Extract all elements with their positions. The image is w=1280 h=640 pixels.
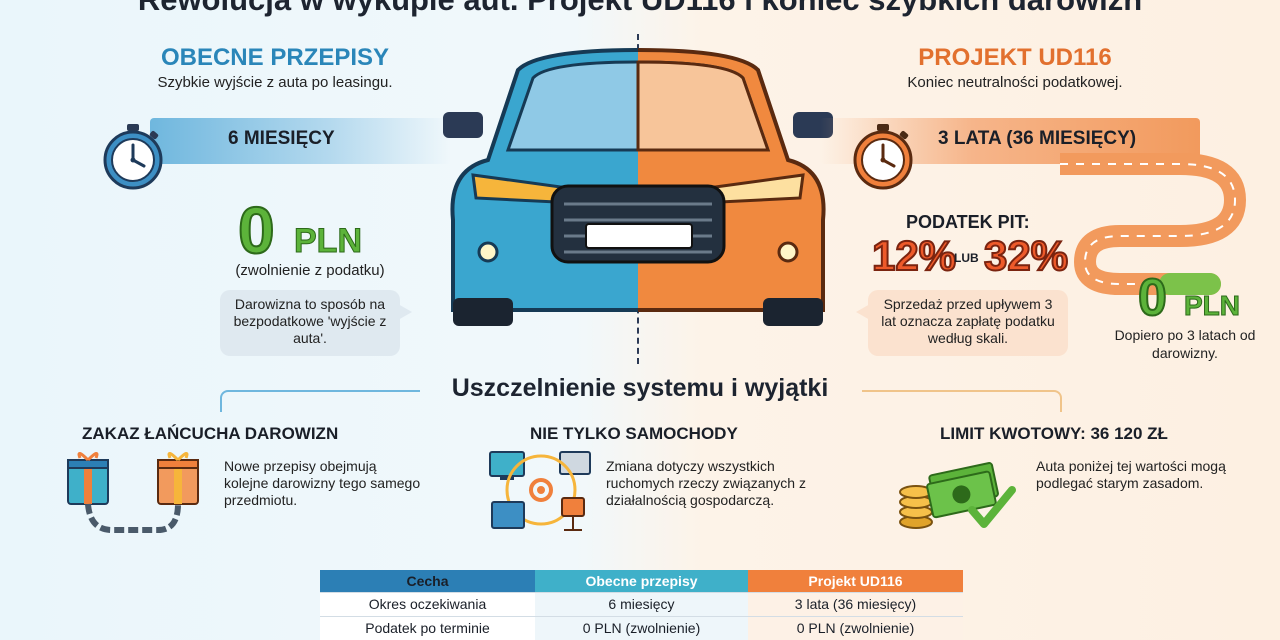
project-heading: PROJEKT UD116 xyxy=(918,44,1112,71)
project-tax-amount: 0 xyxy=(1137,268,1168,328)
feature-title: ZAKAZ ŁAŃCUCHA DAROWIZN xyxy=(82,424,339,443)
table-row: Podatek po terminie 0 PLN (zwolnienie) 0… xyxy=(320,615,963,640)
business-assets-icon xyxy=(489,451,591,531)
feature-title: NIE TYLKO SAMOCHODY xyxy=(530,424,738,443)
section-line-left xyxy=(220,390,420,412)
winding-road-icon xyxy=(1060,153,1247,295)
table-cell: 0 PLN (zwolnienie) xyxy=(535,615,748,640)
section-title: Uszczelnienie systemu i wyjątki xyxy=(451,374,829,402)
current-rules-subtitle: Szybkie wyjście z auta po leasingu. xyxy=(157,74,393,91)
table-header-project: Projekt UD116 xyxy=(748,570,963,592)
table-cell: 6 miesięcy xyxy=(535,591,748,616)
stopwatch-icon xyxy=(103,124,163,190)
gift-chain-icon xyxy=(67,452,199,533)
current-tax-note: (zwolnienie z podatku) xyxy=(235,262,385,279)
table-cell: Podatek po terminie xyxy=(320,615,535,640)
pit-rate-low: 12% xyxy=(871,231,957,280)
project-subtitle: Koniec neutralności podatkowej. xyxy=(907,74,1123,91)
table-header-row: Cecha Obecne przepisy Projekt UD116 xyxy=(320,570,963,592)
feature-title: LIMIT KWOTOWY: 36 120 ZŁ xyxy=(940,424,1168,443)
page-title: Rewolucja w wykupie aut. Projekt UD116 i… xyxy=(0,0,1280,18)
feature-text: Nowe przepisy obejmują kolejne darowizny… xyxy=(224,458,421,508)
project-tax-note: Dopiero po 3 latach od darowizny. xyxy=(1114,327,1256,361)
current-tax-amount: 0 xyxy=(237,192,276,268)
table-row: Okres oczekiwania 6 miesięcy 3 lata (36 … xyxy=(320,591,963,616)
current-rules-heading: OBECNE PRZEPISY xyxy=(160,44,390,71)
table-header-current: Obecne przepisy xyxy=(535,570,748,592)
stopwatch-icon xyxy=(853,124,913,190)
project-bubble: Sprzedaż przed upływem 3 lat oznacza zap… xyxy=(856,290,1068,356)
comparison-table: Cecha Obecne przepisy Projekt UD116 Okre… xyxy=(320,570,963,640)
money-check-icon xyxy=(899,462,1016,529)
table-cell: 0 PLN (zwolnienie) xyxy=(748,615,963,640)
pit-rate-or: LUB xyxy=(954,251,979,265)
pit-tax-label: PODATEK PIT: xyxy=(906,212,1030,232)
table-cell: 3 lata (36 miesięcy) xyxy=(748,591,963,616)
current-period-bar xyxy=(150,118,450,164)
pit-rate-high: 32% xyxy=(983,231,1069,280)
project-period-label: 3 LATA (36 MIESIĘCY) xyxy=(938,128,1137,149)
feature-text: Zmiana dotyczy wszystkich ruchomych rzec… xyxy=(606,458,806,508)
table-header-feature: Cecha xyxy=(320,570,535,592)
feature-text: Auta poniżej tej wartości mogą podlegać … xyxy=(1036,458,1226,491)
current-tax-unit: PLN xyxy=(294,222,363,261)
project-tax-unit: PLN xyxy=(1184,290,1241,322)
table-cell: Okres oczekiwania xyxy=(320,591,535,616)
current-period-label: 6 MIESIĘCY xyxy=(228,128,335,149)
section-line-right xyxy=(862,390,1062,412)
current-rules-bubble: Darowizna to sposób na bezpodatkowe 'wyj… xyxy=(220,290,412,356)
car-illustration xyxy=(443,47,833,326)
